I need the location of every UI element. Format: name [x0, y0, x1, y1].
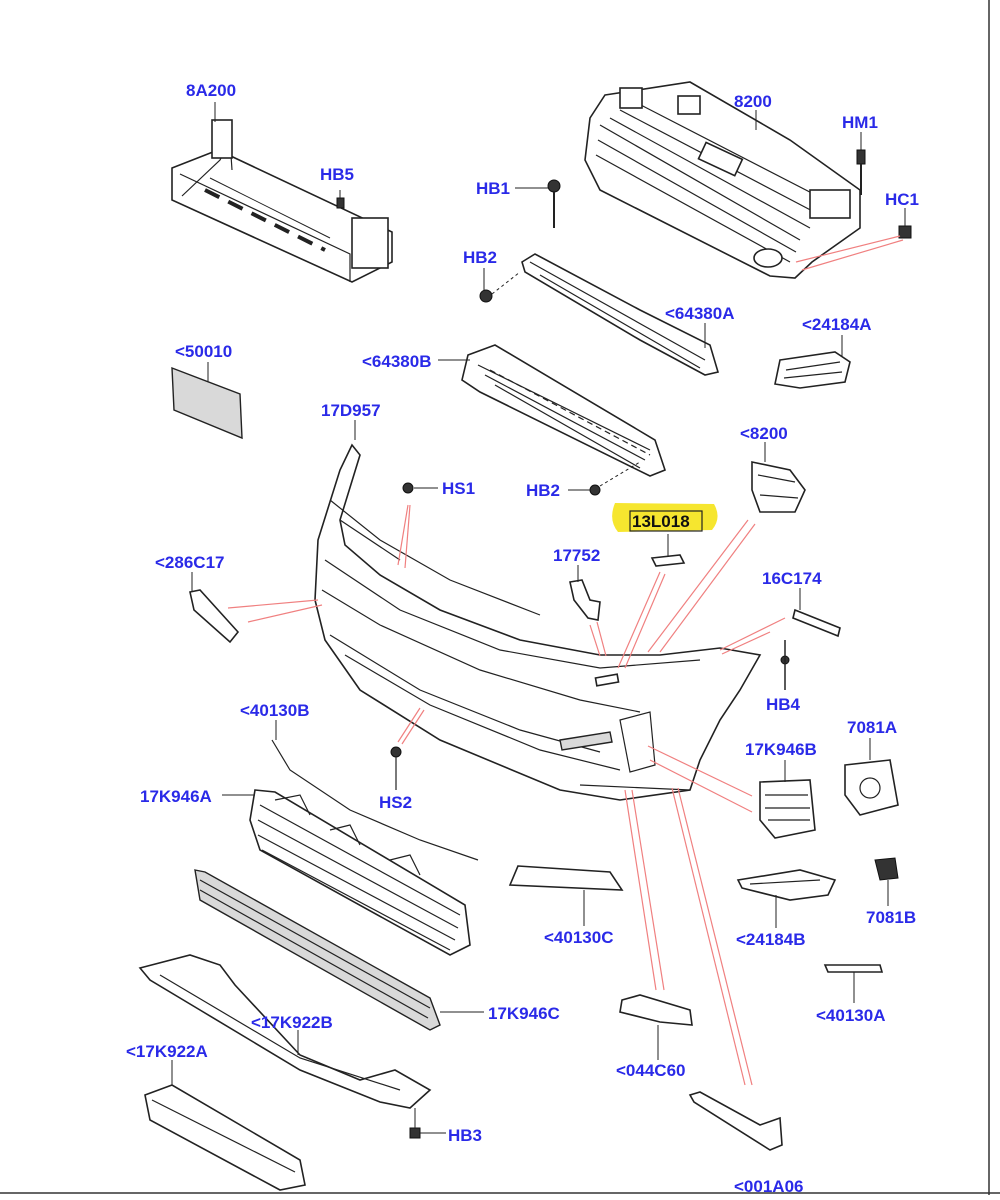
label-001a06[interactable]: <001A06	[734, 1177, 803, 1196]
label-17k946b[interactable]: 17K946B	[745, 740, 817, 759]
label-17k946a[interactable]: 17K946A	[140, 787, 212, 806]
label-40130c[interactable]: <40130C	[544, 928, 613, 947]
part-16c174-strip	[792, 608, 841, 638]
label-7081a[interactable]: 7081A	[847, 718, 897, 737]
label-17d957[interactable]: 17D957	[321, 401, 381, 420]
label-7081b[interactable]: 7081B	[866, 908, 916, 927]
hb1-bolt	[547, 179, 561, 228]
part-24184b-deflector	[736, 869, 837, 901]
label-8200[interactable]: 8200	[734, 92, 772, 111]
hs1-screw	[402, 482, 414, 494]
hm1-fastener	[856, 149, 866, 165]
part-40130a-trim	[823, 964, 884, 973]
label-13l018[interactable]: 13L018	[632, 512, 690, 531]
part-17k946a-lower-grille	[249, 789, 471, 956]
part-8a200-crossmember	[171, 119, 393, 283]
part-17752-bracket	[569, 579, 601, 621]
label-044c60[interactable]: <044C60	[616, 1061, 685, 1080]
label-40130b[interactable]: <40130B	[240, 701, 309, 720]
label-hb1[interactable]: HB1	[476, 179, 510, 198]
hs2-screw	[390, 746, 402, 790]
label-17k922a[interactable]: <17K922A	[126, 1042, 208, 1061]
hb2-upper-nut	[479, 289, 493, 303]
part-17d957-bumper-cover	[314, 443, 762, 801]
hb3-clip	[409, 1127, 421, 1139]
label-box-13l018	[629, 510, 703, 532]
hc1-clip	[898, 225, 912, 239]
label-hs2[interactable]: HS2	[379, 793, 412, 812]
label-hm1[interactable]: HM1	[842, 113, 878, 132]
part-17k922a-lower-panel	[144, 1084, 306, 1191]
label-8200-side[interactable]: <8200	[740, 424, 788, 443]
hb2-lower-nut	[589, 484, 601, 496]
part-17k922b-undertray	[138, 954, 432, 1109]
label-64380a[interactable]: <64380A	[665, 304, 734, 323]
part-7081a-housing	[844, 759, 899, 816]
label-24184b[interactable]: <24184B	[736, 930, 805, 949]
highlight-13l018	[612, 503, 718, 532]
label-hc1[interactable]: HC1	[885, 190, 919, 209]
label-17752[interactable]: 17752	[553, 546, 600, 565]
hb4-screw	[780, 640, 790, 690]
label-286c17[interactable]: <286C17	[155, 553, 224, 572]
part-001a06-bracket	[688, 1091, 783, 1151]
part-8200-side-bracket	[751, 461, 806, 513]
label-hb2-lower[interactable]: HB2	[526, 481, 560, 500]
hb5-fastener	[336, 197, 345, 209]
label-hb4[interactable]: HB4	[766, 695, 801, 714]
part-17k946c-mesh	[194, 869, 441, 1031]
part-17k946b-side-grille	[759, 779, 816, 839]
part-64380a-reinforcement	[521, 253, 720, 376]
label-hb5[interactable]: HB5	[320, 165, 354, 184]
label-50010[interactable]: <50010	[175, 342, 232, 361]
label-8a200[interactable]: 8A200	[186, 81, 236, 100]
label-17k946c[interactable]: 17K946C	[488, 1004, 560, 1023]
label-64380b[interactable]: <64380B	[362, 352, 431, 371]
part-13l018-cap	[650, 554, 686, 567]
label-40130a[interactable]: <40130A	[816, 1006, 885, 1025]
part-286c17-bracket	[189, 589, 240, 644]
part-50010-plate	[171, 366, 243, 440]
label-17k922b[interactable]: <17K922B	[251, 1013, 333, 1032]
part-64380b-absorber	[461, 344, 666, 477]
label-hb2-upper[interactable]: HB2	[463, 248, 497, 267]
label-hb3[interactable]: HB3	[448, 1126, 482, 1145]
label-16c174[interactable]: 16C174	[762, 569, 822, 588]
part-24184a-bracket	[774, 351, 851, 389]
part-044c60-bracket	[619, 994, 693, 1026]
label-24184a[interactable]: <24184A	[802, 315, 871, 334]
part-40130c-trim	[508, 865, 624, 891]
label-hs1[interactable]: HS1	[442, 479, 475, 498]
part-8200-grille	[584, 81, 861, 279]
part-40130b-trim	[271, 739, 479, 861]
part-7081b-sensor	[874, 857, 899, 881]
